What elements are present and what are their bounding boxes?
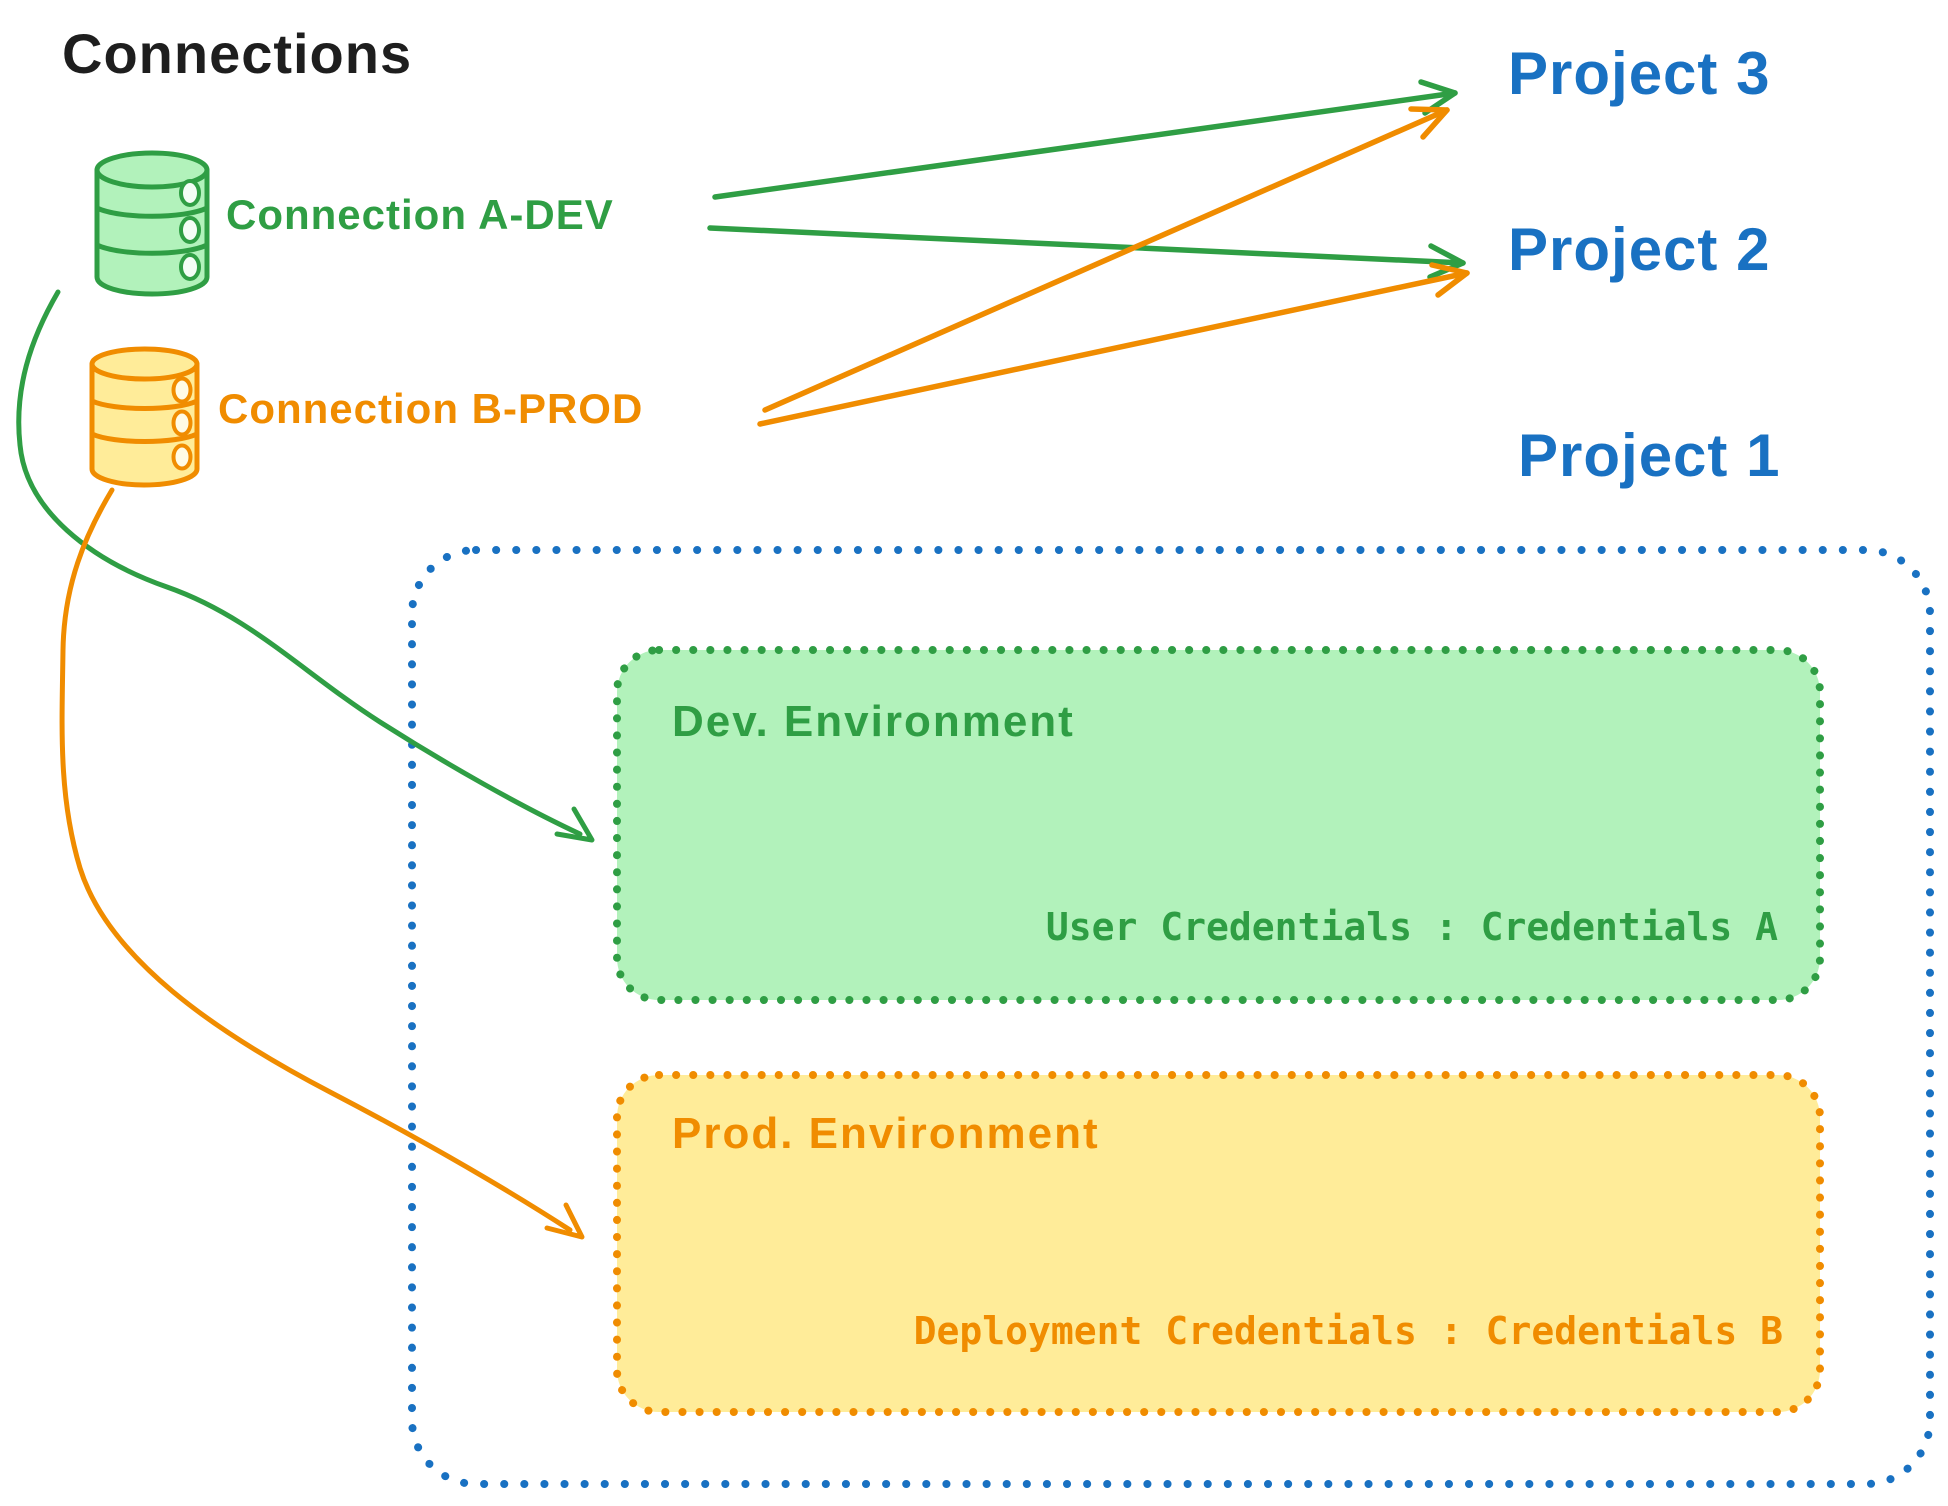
project-3-label: Project 3: [1508, 40, 1771, 107]
connection-b-prod-label: Connection B-PROD: [218, 385, 644, 432]
arrowhead-icon: [1408, 106, 1450, 140]
edge-bprod-prodenv: [59, 487, 585, 1240]
prod-environment-label: Prod. Environment: [672, 1109, 1100, 1158]
arrowhead-icon: [1429, 262, 1470, 298]
project-1-label: Project 1: [1518, 422, 1781, 489]
arrowhead-icon: [1418, 79, 1458, 116]
arrowhead-icon: [1427, 243, 1466, 280]
connection-a-dev-label: Connection A-DEV: [226, 191, 614, 238]
prod-credentials-text: Deployment Credentials : Credentials B: [913, 1309, 1783, 1353]
dev-environment-box: [613, 646, 1824, 1004]
prod-environment-box: [613, 1071, 1824, 1416]
edge-adev-devenv: [16, 289, 595, 843]
arrowhead-icon: [544, 1202, 585, 1240]
project-1-boundary-box: [408, 546, 1934, 1488]
edge-adev-project2: [707, 225, 1466, 280]
edge-bprod-project3: [762, 106, 1450, 413]
page-title: Connections: [62, 22, 413, 85]
dev-database-icon: [94, 150, 210, 297]
edge-bprod-project2: [757, 262, 1470, 427]
dev-credentials-text: User Credentials : Credentials A: [1045, 905, 1778, 949]
arrowhead-icon: [554, 806, 595, 843]
project-2-label: Project 2: [1508, 216, 1771, 283]
dev-environment-label: Dev. Environment: [672, 697, 1075, 746]
prod-database-icon: [89, 346, 200, 488]
edge-adev-project3: [712, 79, 1458, 200]
